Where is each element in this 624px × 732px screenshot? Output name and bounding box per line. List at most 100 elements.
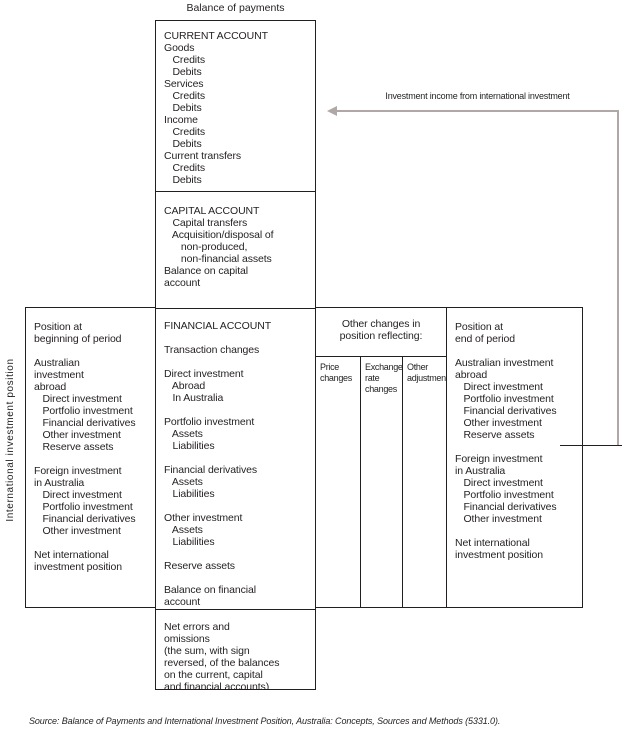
text-line: Direct investment (455, 477, 543, 489)
text-line: Net errors and (164, 621, 230, 633)
other-adjustments-column: Otheradjustments (402, 357, 446, 607)
text-line: Reserve assets (164, 560, 235, 572)
text-line (164, 332, 313, 344)
text-line: investment position (455, 549, 543, 561)
text-line (34, 453, 153, 465)
text-line: Balance on financial (164, 584, 256, 596)
text-line: Position at (34, 321, 82, 333)
text-line: adjustments (407, 373, 446, 383)
text-line: Financial derivatives (164, 464, 258, 476)
text-line: Other investment (455, 417, 542, 429)
text-line: CURRENT ACCOUNT (164, 30, 268, 42)
text-line: Assets (164, 428, 203, 440)
text-line: In Australia (164, 392, 224, 404)
text-line: Portfolio investment (164, 416, 255, 428)
text-line: account (164, 596, 201, 608)
text-line: changes (365, 384, 397, 394)
text-line: Other investment (34, 429, 121, 441)
text-line: Other investment (34, 525, 121, 537)
source-note: Source: Balance of Payments and Internat… (29, 716, 501, 726)
text-line: on the current, capital (164, 669, 263, 681)
text-line: Australian investment (455, 357, 554, 369)
text-line: Net international (34, 549, 109, 561)
text-line: account (164, 277, 201, 289)
text-line (34, 537, 153, 549)
investment-income-arrow-vertical-line (617, 110, 619, 446)
text-line: Direct investment (455, 381, 543, 393)
text-line: position reflecting: (339, 330, 423, 342)
text-line: Reserve assets (455, 429, 535, 441)
text-line: Foreign investment (34, 465, 122, 477)
text-line (164, 500, 313, 512)
text-line: Exchange (365, 362, 402, 372)
text-line: Acquisition/disposal of (164, 229, 274, 241)
text-line (164, 404, 313, 416)
text-line: Financial derivatives (34, 417, 136, 429)
investment-income-arrow-label: Investment income from international inv… (385, 91, 570, 101)
text-line: Services (164, 78, 204, 90)
text-line: omissions (164, 633, 210, 645)
text-line: Assets (164, 524, 203, 536)
text-line: Abroad (164, 380, 206, 392)
text-line: beginning of period (34, 333, 122, 345)
text-line: Other (407, 362, 429, 372)
text-line: Capital transfers (164, 217, 248, 229)
text-line: Credits (164, 90, 206, 102)
international-investment-position-side-label: International investment position (5, 358, 16, 522)
text-line: and financial accounts) (164, 681, 270, 689)
text-line: Debits (164, 102, 202, 114)
text-line: Income (164, 114, 198, 126)
text-line: Goods (164, 42, 195, 54)
text-line: Credits (164, 54, 206, 66)
investment-income-arrow-horizontal-line (336, 110, 619, 112)
text-line: Transaction changes (164, 344, 260, 356)
text-line: Foreign investment (455, 453, 543, 465)
text-line: Current transfers (164, 150, 242, 162)
text-line: Liabilities (164, 488, 215, 500)
text-line (164, 452, 313, 464)
text-line: Liabilities (164, 440, 215, 452)
text-line: Reserve assets (34, 441, 114, 453)
text-line: Australian (34, 357, 80, 369)
text-line: investment (34, 369, 84, 381)
text-line: abroad (455, 369, 488, 381)
text-line: CAPITAL ACCOUNT (164, 205, 260, 217)
text-line: abroad (34, 381, 67, 393)
text-line (455, 345, 580, 357)
text-line: Credits (164, 126, 206, 138)
text-line: Direct investment (34, 393, 122, 405)
text-line: non-produced, (164, 241, 248, 253)
text-line (164, 548, 313, 560)
text-line: Direct investment (34, 489, 122, 501)
text-line: Price (320, 362, 340, 372)
text-line: Portfolio investment (34, 405, 133, 417)
text-line: in Australia (34, 477, 85, 489)
text-line: Assets (164, 476, 203, 488)
text-line (34, 345, 153, 357)
text-line: Portfolio investment (455, 393, 554, 405)
capital-account-box: CAPITAL ACCOUNT Capital transfers Acquis… (156, 191, 315, 308)
text-line: reversed, of the balances (164, 657, 280, 669)
investment-income-arrowhead-icon (327, 106, 337, 116)
text-line: Other investment (455, 513, 542, 525)
text-line: rate (365, 373, 380, 383)
end-position-to-arrow-connector-line (560, 445, 622, 446)
text-line: Debits (164, 174, 202, 186)
balance-of-payments-title: Balance of payments (186, 2, 285, 14)
text-line: Portfolio investment (455, 489, 554, 501)
text-line (164, 572, 313, 584)
text-line: Position at (455, 321, 503, 333)
text-line: Direct investment (164, 368, 244, 380)
text-line: Net international (455, 537, 530, 549)
text-line: in Australia (455, 465, 506, 477)
text-line: non-financial assets (164, 253, 272, 265)
